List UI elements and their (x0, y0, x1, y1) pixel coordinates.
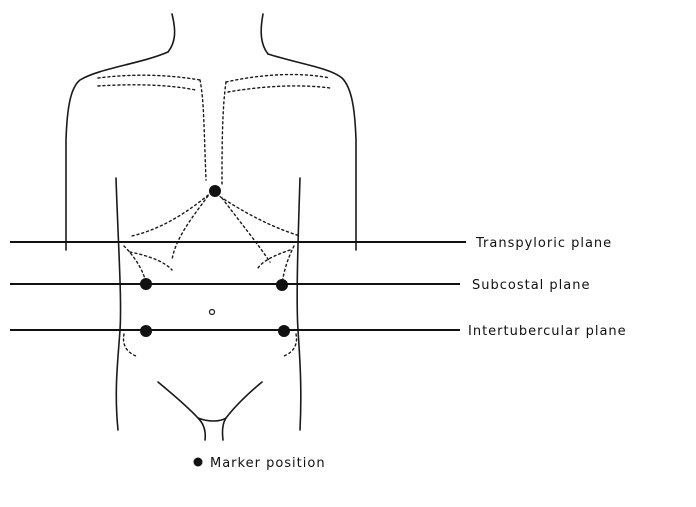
legend-marker-dot (194, 458, 203, 467)
neck-right-outline (261, 14, 268, 54)
transpyloric-plane-label: Transpyloric plane (475, 236, 612, 251)
xiphoid-marker (209, 185, 221, 197)
intertubercular-right-marker (278, 325, 290, 337)
left-flank-outline (116, 178, 121, 430)
right-costal-margin-dotted (216, 194, 300, 236)
left-clavicle-dotted (98, 75, 200, 80)
subcostal-plane-label: Subcostal plane (472, 278, 591, 293)
legend: Marker position (194, 456, 326, 471)
left-lower-rib-dotted (124, 246, 146, 282)
subcostal-left-marker (140, 278, 152, 290)
intertubercular-plane-label: Intertubercular plane (468, 324, 627, 339)
right-lower-rib-2-dotted (258, 250, 290, 268)
right-flank-outline (297, 178, 301, 430)
plane-lines (10, 242, 466, 330)
left-iliac-dotted (124, 334, 137, 356)
intertubercular-left-marker (140, 325, 152, 337)
legend-marker-label: Marker position (210, 456, 326, 471)
left-costal-margin-inner-dotted (172, 196, 208, 260)
left-costal-margin-dotted (132, 192, 212, 236)
torso-outline (66, 14, 356, 440)
groin-right-outline (222, 382, 262, 440)
sternum-left-dotted (200, 80, 206, 180)
subcostal-right-marker (276, 279, 288, 291)
right-clavicle-dotted (226, 75, 330, 82)
pubic-curve-outline (198, 418, 226, 421)
sternum-right-dotted (222, 82, 226, 185)
groin-outline (158, 382, 205, 440)
right-costal-margin-inner-dotted (222, 198, 270, 262)
right-shoulder-arm-outline (268, 54, 356, 250)
navel-mark (210, 310, 215, 315)
left-clavicle-lower-dotted (98, 85, 196, 90)
marker-positions (140, 185, 290, 337)
right-clavicle-lower-dotted (228, 86, 330, 92)
right-iliac-dotted (284, 334, 297, 356)
neck-left-outline (168, 14, 175, 52)
